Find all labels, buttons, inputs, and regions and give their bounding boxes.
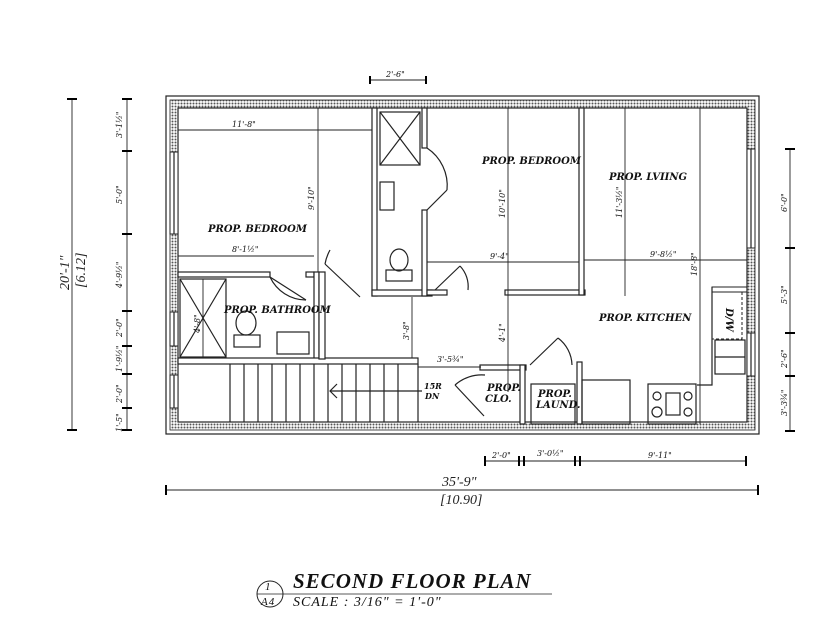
dim-overall-width: 35'-9" (441, 475, 477, 490)
dim-bottom-1: 2'-0" (491, 451, 511, 460)
sheet-number: A4 (260, 596, 275, 608)
fixtures (179, 111, 746, 425)
fridge-icon (581, 379, 631, 425)
staircase (229, 364, 422, 422)
shower-icon (379, 111, 421, 166)
dim-top-window: 2'-6" (385, 70, 405, 79)
dim-overall-width-metric: [10.90] (440, 493, 482, 508)
dim-living-depth: 11'-3½" (615, 186, 624, 218)
dim-overall-height-metric: [6.12] (74, 253, 89, 288)
left-dimension-lines (67, 98, 132, 431)
dim-left-2: 5'-0" (115, 185, 124, 204)
dim-right-1: 6'-0" (780, 193, 789, 212)
dim-left-1: 3'-1½" (115, 111, 124, 138)
dim-left-3: 4'-9½" (115, 261, 124, 289)
right-dimension-lines (785, 148, 795, 432)
dim-right-2: 5'-3" (780, 285, 789, 304)
room-label-bathroom: PROP. BATHROOM (223, 305, 332, 316)
dim-left-7: 1'-5" (115, 413, 124, 432)
room-label-laundry-2: LAUND. (535, 400, 580, 411)
room-label-laundry: PROP. (537, 389, 572, 400)
interior-walls (177, 107, 748, 425)
doors (269, 147, 573, 417)
drawing-scale: SCALE : 3/16" = 1'-0" (293, 595, 442, 610)
detail-number: 1 (265, 581, 272, 593)
dim-hall-width: 3'-5¾" (437, 355, 464, 364)
exterior-walls (165, 95, 760, 435)
bottom-dimension-lines (165, 456, 759, 495)
dim-left-4: 2'-0" (115, 318, 124, 338)
dim-bedroom2-width: 9'-4" (490, 252, 509, 261)
laundry-icon (530, 383, 576, 425)
range-icon (647, 383, 697, 425)
dishwasher-label: D/W (723, 307, 734, 333)
room-label-bedroom-1: PROP. BEDROOM (207, 224, 308, 235)
dim-bath-shower: 4'-8" (193, 314, 202, 334)
dim-bottom-2: 3'-0½" (537, 449, 564, 458)
dishwasher-icon (711, 291, 743, 340)
windows (169, 148, 756, 409)
room-label-closet-2: CLO. (485, 394, 512, 405)
room-label-bedroom-2: PROP. BEDROOM (481, 156, 582, 167)
dim-left-5: 1'-9½" (115, 345, 124, 372)
stair-label-2: DN (424, 391, 440, 401)
dim-bedroom1-width: 11'-8" (232, 120, 256, 129)
dim-bottom-3: 9'-11" (648, 451, 672, 460)
dim-bedroom2-depth: 10'-10" (498, 189, 507, 218)
vanity-icon (276, 331, 310, 355)
dim-left-6: 2'-0" (115, 384, 124, 404)
dim-right-4: 3'-3¾" (780, 389, 789, 416)
stair-label: 15R (424, 381, 442, 391)
dim-right-3: 2'-6" (780, 349, 789, 369)
sink-icon (379, 181, 395, 211)
room-label-closet: PROP. (486, 383, 521, 394)
dim-bedroom1-inner: 8'-1½" (232, 245, 259, 254)
room-label-kitchen: PROP. KITCHEN (598, 313, 692, 324)
room-label-living: PROP. LVIING (608, 172, 687, 183)
dim-kitchen-hall: 4'-1" (498, 323, 507, 343)
drawing-title: SECOND FLOOR PLAN (293, 569, 532, 593)
dim-kitchen-overall: 18'-8" (690, 252, 699, 276)
interior-dimension-lines (178, 108, 747, 424)
dim-hall-depth: 3'-8" (402, 321, 411, 340)
dim-overall-height: 20'-1" (58, 255, 73, 290)
title-block: 1 A4 SECOND FLOOR PLAN SCALE : 3/16" = 1… (256, 569, 552, 610)
dim-bedroom1-depth: 9'-10" (307, 186, 316, 210)
toilet-icon (389, 248, 409, 272)
dim-living-width: 9'-8½" (650, 250, 677, 259)
